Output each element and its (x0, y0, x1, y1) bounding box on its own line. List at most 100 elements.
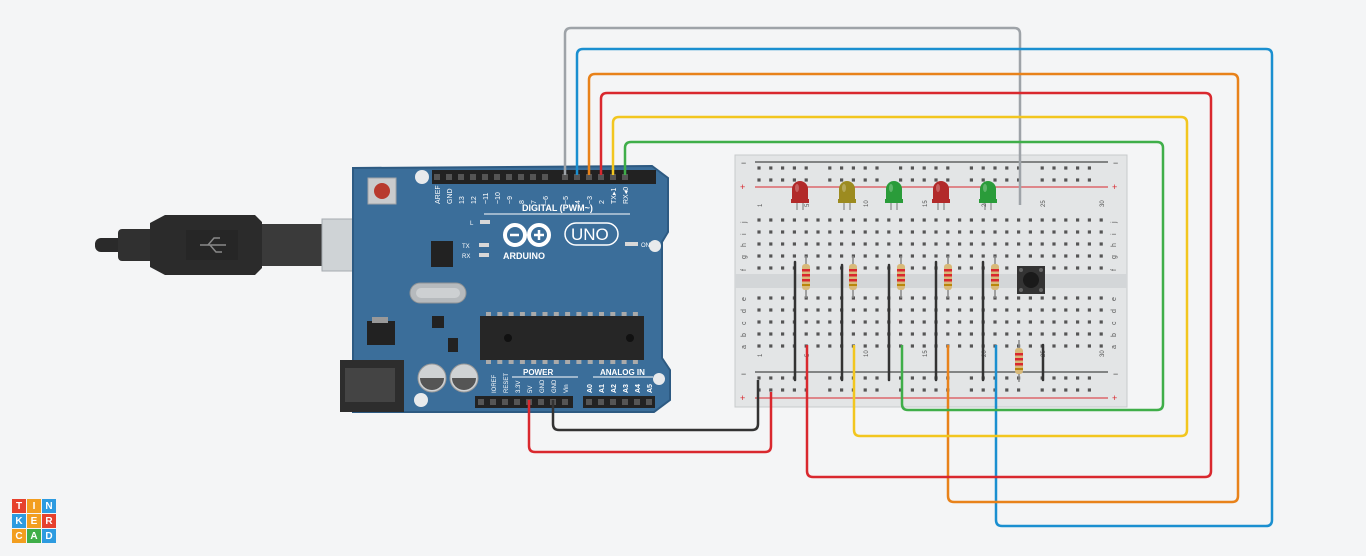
resistor[interactable] (944, 264, 952, 290)
header-pin[interactable] (494, 174, 500, 180)
header-pin[interactable] (562, 174, 568, 180)
pin-label: A2 (611, 384, 618, 393)
header-pin[interactable] (470, 174, 476, 180)
pin-label: ~9 (507, 196, 514, 204)
resistor[interactable] (897, 264, 905, 290)
logo-letter: R (42, 514, 56, 528)
header-pin[interactable] (458, 174, 464, 180)
svg-text:1: 1 (758, 203, 764, 207)
resistors[interactable] (802, 256, 1023, 382)
wire-gnd (551, 380, 760, 432)
breadboard[interactable]: − − + + − − + + 115510101515202025253030… (734, 154, 1128, 408)
power-analog-header[interactable] (478, 399, 652, 405)
logo-letter: E (27, 514, 41, 528)
svg-text:g: g (1111, 255, 1118, 259)
digital-header-label: DIGITAL (PWM~) (522, 203, 593, 213)
svg-text:30: 30 (1100, 200, 1106, 207)
digital-header[interactable] (434, 174, 628, 180)
reset-button[interactable] (367, 177, 397, 205)
analog-header-label: ANALOG IN (600, 368, 645, 377)
header-pin[interactable] (530, 174, 536, 180)
svg-text:RX: RX (462, 254, 470, 260)
svg-text:h: h (741, 243, 748, 247)
header-pin[interactable] (622, 174, 628, 180)
svg-text:1: 1 (758, 353, 764, 357)
header-pin[interactable] (598, 174, 604, 180)
logo-letter: D (42, 529, 56, 543)
pin-label: 2 (599, 200, 606, 204)
pin-label: ~10 (495, 192, 502, 204)
pin-label: IOREF (492, 374, 498, 393)
svg-text:i: i (741, 233, 748, 235)
pushbutton[interactable] (1017, 266, 1045, 294)
pin-label: GND (540, 379, 546, 393)
header-pin[interactable] (490, 399, 496, 405)
logo-letter: N (42, 499, 56, 513)
pin-label: TX▸1 (611, 188, 618, 204)
resistor[interactable] (849, 264, 857, 290)
header-pin[interactable] (646, 399, 652, 405)
resistor[interactable] (991, 264, 999, 290)
header-pin[interactable] (542, 174, 548, 180)
wire-green (623, 140, 1165, 412)
led-red-1[interactable] (791, 181, 809, 210)
wire-red (599, 91, 1213, 479)
wire-yellow (611, 115, 1189, 438)
led-green-1[interactable] (885, 181, 903, 210)
rail-plus-label: + (740, 393, 745, 403)
wire-blue (575, 47, 1274, 528)
header-pin[interactable] (586, 399, 592, 405)
pin-label: GND (552, 379, 558, 393)
uno-model-text: UNO (571, 225, 609, 244)
logo-letter: K (12, 514, 26, 528)
pin-label: ~11 (483, 193, 490, 204)
header-pin[interactable] (634, 399, 640, 405)
svg-text:b: b (741, 333, 748, 337)
svg-text:e: e (741, 297, 748, 301)
long-wires[interactable] (527, 26, 1274, 528)
pin-label: 13 (459, 196, 466, 204)
led-yellow[interactable] (838, 181, 856, 210)
svg-text:25: 25 (1041, 200, 1047, 207)
led-green-2[interactable] (979, 181, 997, 210)
header-pin[interactable] (482, 174, 488, 180)
svg-text:i: i (1111, 233, 1118, 235)
wire-gray (563, 26, 1022, 205)
header-pin[interactable] (506, 174, 512, 180)
header-pin[interactable] (446, 174, 452, 180)
pin-label: A4 (635, 384, 642, 393)
led-red-2[interactable] (932, 181, 950, 210)
header-pin[interactable] (434, 174, 440, 180)
header-pin[interactable] (538, 399, 544, 405)
header-pin[interactable] (610, 399, 616, 405)
header-pin[interactable] (478, 399, 484, 405)
header-pin[interactable] (562, 399, 568, 405)
rail-plus-label: + (740, 182, 745, 192)
pin-label: ~3 (587, 196, 594, 204)
pin-label: RESET (504, 373, 510, 393)
header-pin[interactable] (574, 174, 580, 180)
svg-text:g: g (741, 255, 748, 259)
resistor[interactable] (802, 264, 810, 290)
header-pin[interactable] (518, 174, 524, 180)
pin-label: 12 (471, 196, 478, 204)
header-pin[interactable] (514, 399, 520, 405)
header-pin[interactable] (586, 174, 592, 180)
pin-label: RX◂0 (623, 187, 630, 204)
jumper-wires[interactable] (793, 260, 1045, 382)
svg-text:h: h (1111, 243, 1118, 247)
leds[interactable] (791, 181, 997, 210)
header-pin[interactable] (502, 399, 508, 405)
svg-text:5: 5 (805, 203, 811, 207)
svg-text:f: f (1111, 269, 1118, 271)
svg-text:d: d (1111, 309, 1118, 313)
usb-icon (200, 237, 226, 253)
resistor[interactable] (1015, 348, 1023, 374)
svg-text:a: a (741, 345, 748, 349)
svg-text:30: 30 (1100, 350, 1106, 357)
header-pin[interactable] (598, 399, 604, 405)
header-pin[interactable] (622, 399, 628, 405)
header-pin[interactable] (610, 174, 616, 180)
